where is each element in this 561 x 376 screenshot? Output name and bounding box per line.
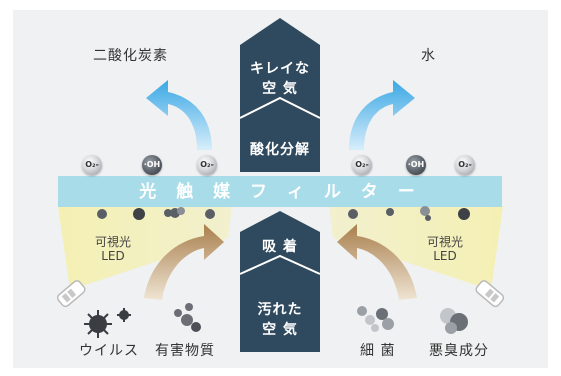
visible-led-left: 可視光 LED [88,235,138,263]
pollutant-arrow-right [337,224,417,300]
photocatalyst-filter [58,176,502,207]
pollutant-arrow-left [144,224,224,300]
superoxide-molecule-1: O₂- [82,155,102,175]
superoxide-molecule-4: O₂- [455,155,475,175]
co2-arrow [146,80,212,150]
water-label: 水 [421,48,436,64]
clean-air-line2: 空 気 [262,81,298,97]
superoxide-molecule-3: O₂- [352,155,372,175]
hydroxyl-molecule-1: ·OH [142,155,162,175]
clean-air-arrow [240,18,320,172]
dirty-air-line1: 汚れた [257,302,303,318]
hydroxyl-molecule-2: ·OH [406,155,426,175]
dirty-air-arrow [240,211,320,352]
led-lamp-left-icon [56,280,86,308]
led-lamp-right-icon [475,280,505,308]
virus-label: ウイルス [79,343,139,359]
led-right-label: LED [433,249,457,263]
visible-light-right-label: 可視光 [426,235,463,249]
adsorbed-particles [97,206,470,221]
led-beam-left [58,206,232,290]
bacteria-icon [357,306,394,332]
harmful-substance-label: 有害物質 [155,343,215,359]
bacteria-label: 細 菌 [360,343,396,359]
clean-air-line1: キレイな [250,61,310,77]
harmful-substance-icon [174,303,201,332]
odor-icon [440,308,468,334]
oxidative-decomposition-label: 酸化分解 [250,142,310,158]
superoxide-molecule-2: O₂- [197,155,217,175]
led-beam-right [329,206,503,290]
adsorption-label: 吸 着 [262,239,298,255]
co2-label: 二酸化炭素 [93,48,168,64]
odor-label: 悪臭成分 [429,343,489,359]
visible-led-right: 可視光 LED [420,235,470,263]
virus-icon [84,308,131,338]
filter-label: 光 触 媒 フ ィ ル タ ー [139,182,422,202]
water-arrow [349,80,415,150]
dirty-air-line2: 空 気 [262,322,298,338]
led-left-label: LED [101,249,125,263]
visible-light-left-label: 可視光 [94,235,131,249]
